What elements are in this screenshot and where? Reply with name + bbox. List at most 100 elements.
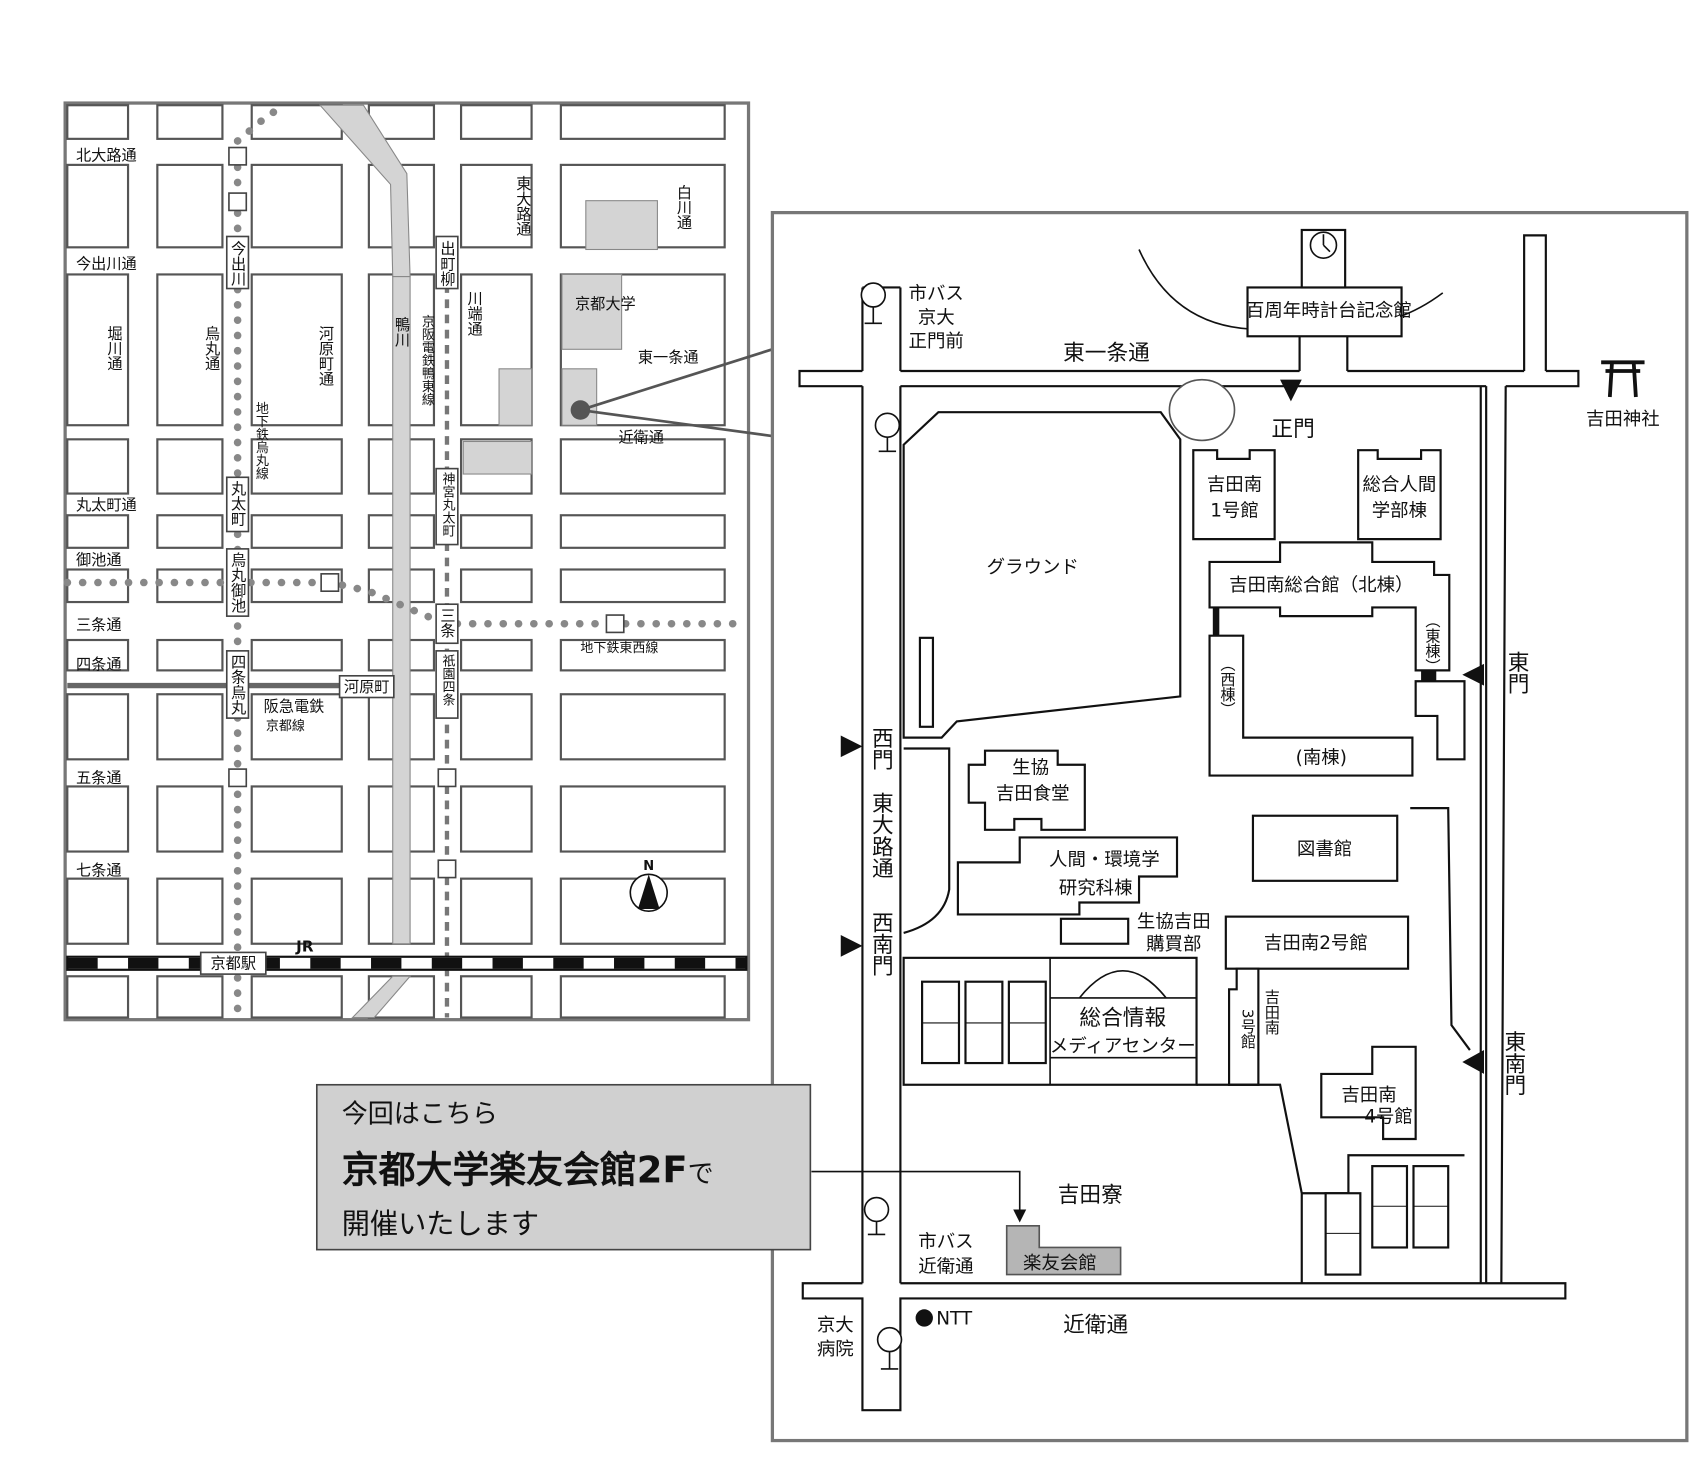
city-block [66,104,130,140]
callout-line-1: 今回はこちら [342,1100,498,1130]
city-block [559,785,726,853]
city-block [66,693,130,761]
human-env-label-2: 研究科棟 [1059,878,1133,899]
street-horikawa: 堀川通 [105,325,123,371]
east-gate-arrow-icon [1462,663,1484,686]
street-shijo: 四条通 [76,655,122,673]
library-label: 図書館 [1297,839,1352,860]
tree-circle [1168,378,1236,442]
city-block [250,163,343,249]
city-block [459,514,533,549]
main-gate-label: 正門 [1271,417,1314,442]
city-block [250,877,343,945]
human-env-label: 人間・環境学 [1049,850,1160,871]
ntt-label: NTT [936,1308,973,1329]
city-block [459,163,533,249]
karasuma-subway-line-north [233,101,289,145]
clock-icon [1309,231,1338,259]
roads-east [1298,234,1547,1284]
library [1251,814,1399,882]
yoshida-south-bldg-1 [1192,449,1276,541]
city-block [66,975,130,1019]
station-sanjo: 三条 [438,607,456,638]
human-env-bldg [956,836,1179,916]
city-block [250,785,343,853]
passage [1421,670,1437,682]
city-block [156,785,224,853]
sogokan-west-label: （西棟） [1218,656,1236,717]
sogokan-south-label: (南棟) [1296,748,1347,769]
city-block [156,975,224,1019]
station-marker [320,573,340,593]
southeast-gate-label: 東南門 [1501,1031,1526,1096]
hankyu-label-2: 京都線 [266,718,305,734]
station-marutamachi: 丸太町 [229,481,247,527]
yoshida-s4-label-2: 4号館 [1364,1107,1413,1128]
street-kawabata: 川端通 [465,291,483,337]
east-path [1410,807,1471,1051]
tozai-subway-line [63,578,751,628]
coop-cafeteria [967,749,1086,831]
southeast-gate-arrow-icon [1462,1050,1484,1074]
yoshida-s2-label: 吉田南2号館 [1264,933,1368,954]
station-jingu-marutamachi: 神宮丸太町 [439,472,455,537]
zoom-connector [579,347,773,412]
street-higashioji: 東大路通 [514,176,532,237]
ground-structure [918,636,935,728]
bus-stop-icon [863,1196,890,1236]
kyoto-university-area [561,273,623,350]
station-marker [228,192,248,212]
coop-store-label-2: 購買部 [1146,934,1201,955]
campus-map: 百周年時計台記念館 東一条通 市バス 京大 正門前 市バス 近衛通 正門 吉田神… [770,210,1689,1443]
city-block [559,104,726,140]
bus-stop-north-label-1: 市バス [909,283,964,304]
city-block [459,877,533,945]
sogokan-west-south [1208,634,1414,777]
station-demachiyanagi: 出町柳 [438,241,456,287]
city-block [559,514,726,549]
hospital-label: 京大 [817,1315,854,1336]
jr-line [66,955,748,971]
rakuyu-kaikan-building [1005,1224,1122,1276]
city-map: 今出川 丸太町 烏丸御池 四条烏丸 出町柳 神宮丸太町 三条 祇園四条 河原町 … [63,101,751,1022]
svg-text:N: N [643,859,654,874]
yoshida-south-bldg-4 [1320,1045,1417,1141]
callout-box [315,1083,812,1251]
bus-stop-icon [874,412,901,453]
bus-stop-icon [860,282,887,325]
city-block [250,273,343,427]
city-block [559,693,726,761]
bus-stop-south-label-2: 近衛通 [918,1256,973,1277]
street-shirakawa: 白川通 [674,184,692,230]
hospital-label-2: 病院 [817,1339,854,1360]
west-path [903,747,951,934]
station-kyoto: 京都駅 [211,955,257,973]
city-block [66,438,130,495]
tennis-courts [921,980,1047,1065]
street-sanjo: 三条通 [76,616,122,634]
sports-courts [1324,1165,1450,1276]
west-gate-arrow-icon [840,735,863,758]
street-kitaoji: 北大路通 [76,147,137,165]
street-marutamachi: 丸太町通 [76,496,137,514]
city-block [66,638,130,672]
human-studies-label-2: 学部棟 [1372,500,1427,521]
city-block [66,514,130,549]
human-studies-bldg [1357,449,1442,541]
street-karasuma: 烏丸通 [203,325,221,371]
sogokan-east-label: （東棟） [1423,613,1441,674]
city-block [156,438,224,495]
city-block [156,877,224,945]
city-block [559,975,726,1019]
coop-store [1059,917,1130,945]
north-arrow-icon: N [629,859,668,913]
media-center-dome [1078,970,1167,999]
yoshida-s1-label-2: 1号館 [1210,500,1259,521]
southwest-gate-arrow-icon [840,935,863,957]
station-marker [437,859,457,879]
higashioji-label: 東大路通 [868,792,893,879]
konoe-road [801,1282,1567,1412]
callout-pointer [811,1170,1021,1215]
city-block [559,568,726,604]
human-studies-label: 総合人間 [1363,474,1437,495]
